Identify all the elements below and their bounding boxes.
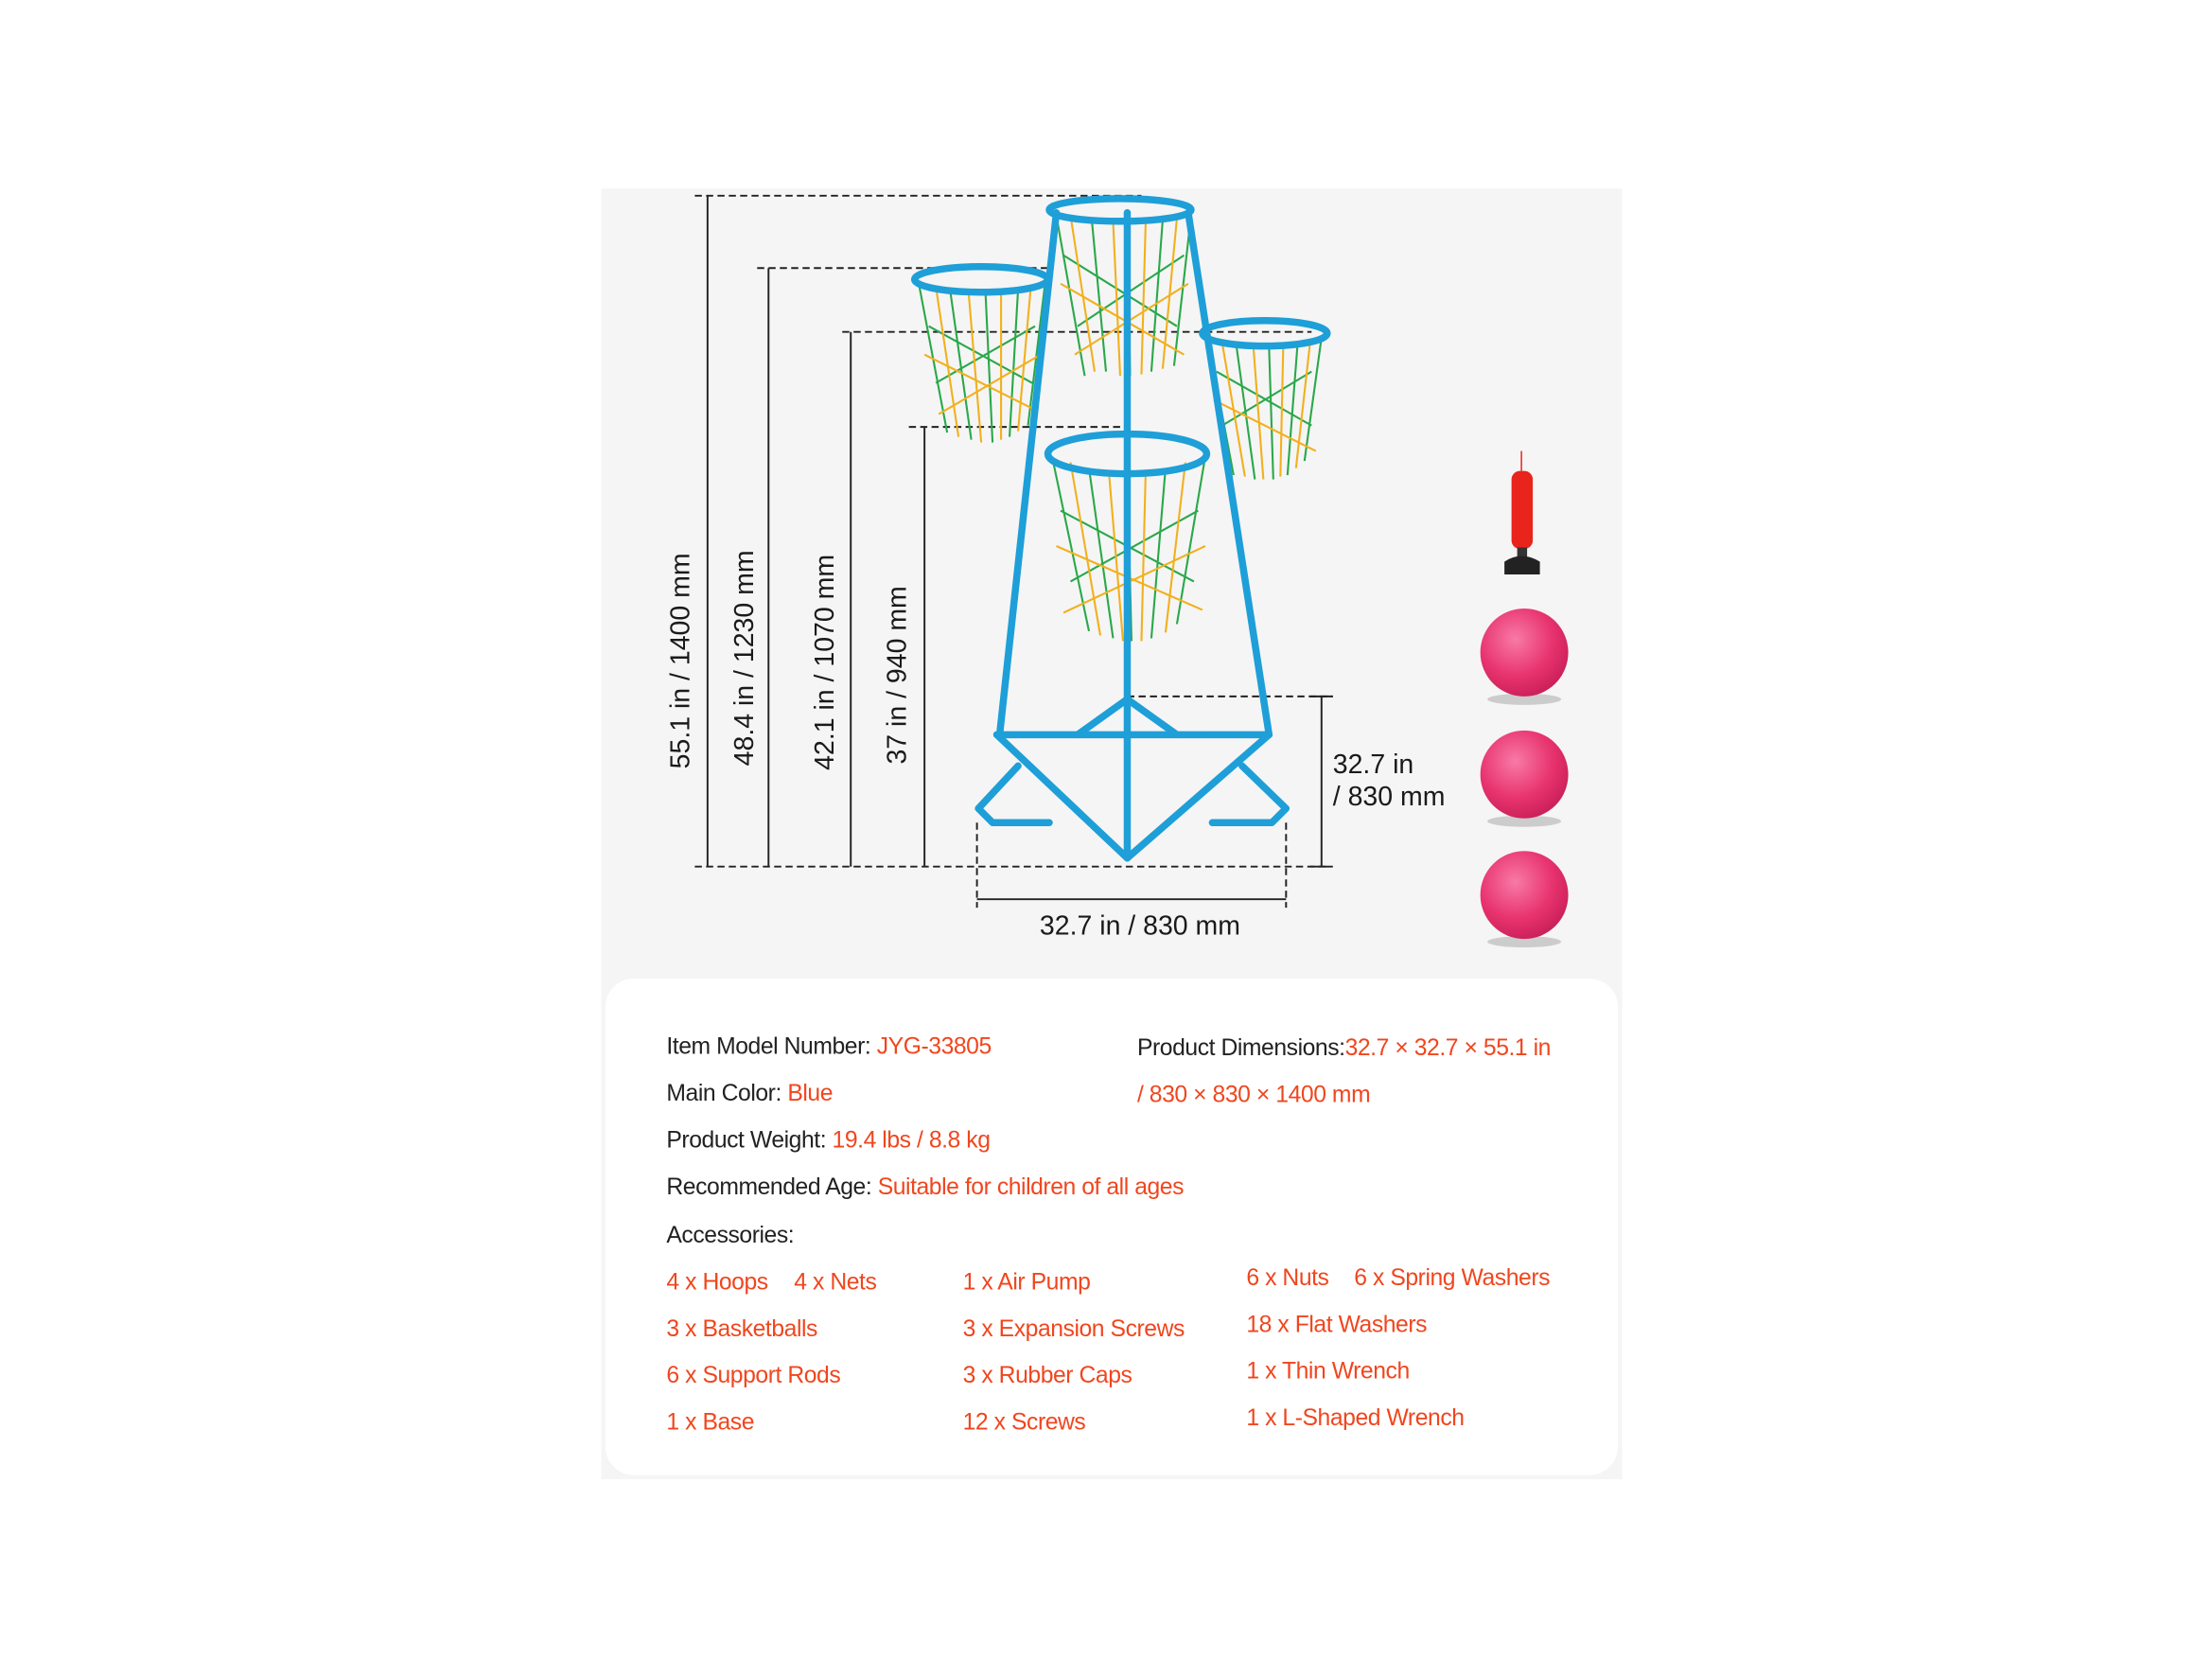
accessory-item: 12 x Screws [962, 1409, 1086, 1436]
hoop-top [1045, 195, 1195, 225]
accessories-heading: Accessories: [666, 1222, 795, 1248]
accessory-item: 4 x Hoops [666, 1269, 768, 1296]
height-total-label: 55.1 in / 1400 mm [665, 553, 695, 768]
spec-label: Product Dimensions: [1136, 1035, 1345, 1062]
ball-icon [1480, 608, 1569, 697]
accessory-item: 1 x Base [666, 1409, 755, 1436]
spec-label: Recommended Age: [666, 1174, 878, 1200]
spec-value: 32.7 × 32.7 × 55.1 in [1344, 1035, 1552, 1062]
accessory-item: 6 x Spring Washers [1354, 1264, 1551, 1291]
spec-value: 19.4 lbs / 8.8 kg [832, 1127, 991, 1154]
height-hoop2-label: 48.4 in / 1230 mm [729, 550, 760, 766]
spec-value: Suitable for children of all ages [877, 1174, 1185, 1200]
height-hoop3-label: 42.1 in / 1070 mm [810, 555, 840, 770]
spec-value: JYG-33805 [876, 1033, 992, 1060]
base-width-label: 32.7 in / 830 mm [1040, 911, 1240, 942]
specifications-panel: Item Model Number: JYG-33805 Main Color:… [605, 979, 1619, 1475]
spec-label: Item Model Number: [666, 1033, 877, 1060]
spec-age: Recommended Age: Suitable for children o… [666, 1174, 1184, 1201]
dimension-lines [694, 194, 1333, 909]
spec-weight: Product Weight: 19.4 lbs / 8.8 kg [666, 1127, 991, 1154]
base-depth-label-1: 32.7 in [1333, 750, 1413, 780]
height-hoop4-label: 37 in / 940 mm [883, 586, 913, 764]
nets [918, 215, 1323, 642]
air-pump-icon [1504, 450, 1540, 574]
accessory-item: 6 x Nuts [1246, 1264, 1329, 1291]
accessory-item: 3 x Basketballs [666, 1315, 817, 1342]
basketballs [1480, 608, 1569, 948]
spec-dimensions-metric: / 830 × 830 × 1400 mm [1136, 1082, 1371, 1108]
hoop-bottom [1044, 430, 1211, 478]
spec-model: Item Model Number: JYG-33805 [666, 1033, 992, 1061]
ball-icon [1480, 851, 1569, 940]
accessory-item: 3 x Rubber Caps [962, 1363, 1132, 1389]
spec-label: Product Weight: [666, 1127, 833, 1154]
accessory-item: 4 x Nets [794, 1269, 877, 1296]
base-depth-label-2: / 830 mm [1333, 782, 1446, 812]
accessory-item: 6 x Support Rods [666, 1363, 841, 1389]
spec-label: Main Color: [666, 1081, 788, 1106]
accessory-item: 1 x L-Shaped Wrench [1246, 1405, 1465, 1432]
accessory-item: 1 x Air Pump [962, 1269, 1091, 1296]
hoop-right [1199, 316, 1331, 350]
ball-icon [1480, 730, 1569, 819]
spec-value: Blue [787, 1081, 834, 1106]
spec-color: Main Color: Blue [666, 1081, 833, 1107]
hoops [910, 195, 1331, 478]
spec-dimensions: Product Dimensions:32.7 × 32.7 × 55.1 in [1137, 1035, 1551, 1062]
hoop-left [910, 263, 1052, 296]
accessory-item: 3 x Expansion Screws [962, 1315, 1185, 1342]
accessory-item: 18 x Flat Washers [1246, 1312, 1428, 1338]
accessory-item: 1 x Thin Wrench [1246, 1358, 1410, 1385]
hoop-stand-frame [974, 209, 1290, 862]
